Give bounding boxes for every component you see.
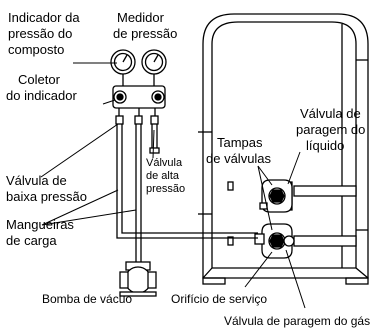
vacuum-pump xyxy=(119,261,157,297)
pressure-gauge xyxy=(141,49,167,75)
gas-stop-valve-label: Válvula de paragem do gás xyxy=(224,314,370,328)
charge-hoses xyxy=(115,115,258,262)
charge-hoses-label: Mangueiras de carga xyxy=(6,217,78,248)
valve-caps-label: Tampas de válvulas xyxy=(206,135,272,166)
liquid-stop-valve-label: Válvula de paragem do líquido xyxy=(296,106,369,153)
compound-gauge xyxy=(110,49,136,75)
outdoor-unit xyxy=(198,13,369,285)
high-pressure-valve-label: Válvula de alta pressão xyxy=(146,157,185,195)
pressure-gauge-label: Medidor de pressão xyxy=(113,10,177,41)
compound-gauge-label: Indicador da pressão do composto xyxy=(8,10,83,57)
gauge-manifold-label: Coletor do indicador xyxy=(6,72,77,103)
leader-lines xyxy=(40,62,306,309)
gas-stop-valve xyxy=(254,223,357,259)
liquid-stop-valve xyxy=(259,179,357,213)
vacuum-pump-label: Bomba de vácuo xyxy=(42,292,132,306)
low-pressure-valve-label: Válvula de baixa pressão xyxy=(6,173,87,204)
service-port-label: Orifício de serviço xyxy=(171,292,267,306)
gauge-manifold xyxy=(112,74,166,116)
